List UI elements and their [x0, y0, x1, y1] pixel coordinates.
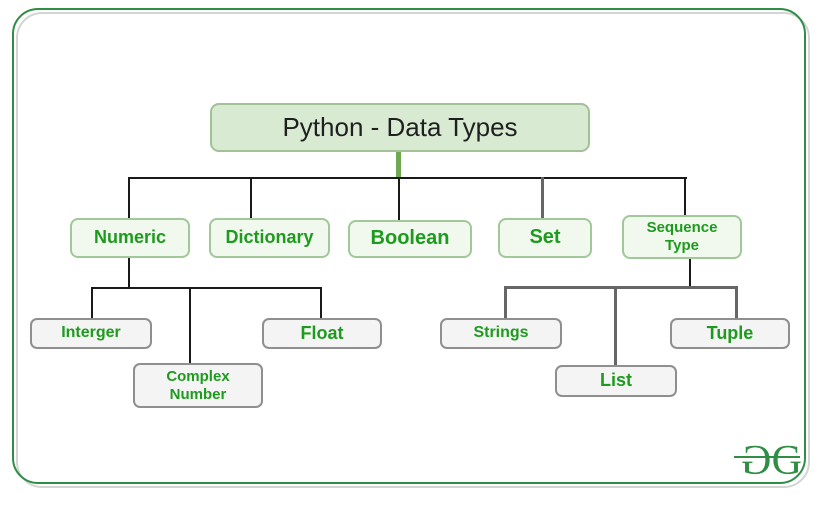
node-boolean: Boolean — [348, 220, 472, 258]
connector-numeric-stem — [128, 258, 130, 289]
connector-drop-float — [320, 287, 322, 318]
node-list: List — [555, 365, 677, 397]
outer-frame — [12, 8, 806, 484]
node-complex-number: Complex Number — [133, 363, 263, 408]
connector-drop-strings — [504, 286, 507, 318]
connector-root-stub — [396, 152, 401, 178]
connector-drop-boolean — [398, 177, 400, 220]
connector-numeric-rail — [91, 287, 322, 289]
node-numeric: Numeric — [70, 218, 190, 258]
node-tuple: Tuple — [670, 318, 790, 349]
connector-drop-interger — [91, 287, 93, 318]
connector-sequence-stem — [689, 259, 691, 288]
node-strings: Strings — [440, 318, 562, 349]
node-sequence-type: Sequence Type — [622, 215, 742, 259]
logo-letter-g: G — [771, 438, 802, 484]
connector-drop-list — [614, 286, 617, 365]
connector-main-rail — [129, 177, 687, 179]
node-float: Float — [262, 318, 382, 349]
logo-bar — [734, 456, 800, 458]
node-interger: Interger — [30, 318, 152, 349]
connector-drop-complex — [189, 287, 191, 363]
node-dictionary: Dictionary — [209, 218, 330, 258]
node-set: Set — [498, 218, 592, 258]
connector-drop-sequence — [684, 177, 686, 215]
connector-drop-tuple — [735, 286, 738, 318]
connector-drop-dictionary — [250, 177, 252, 218]
node-title: Python - Data Types — [210, 103, 590, 152]
geeksforgeeks-logo: GG — [734, 438, 802, 485]
connector-drop-set — [541, 177, 544, 218]
logo-letter-g-mirrored: G — [743, 438, 772, 484]
connector-drop-numeric — [128, 177, 130, 218]
connector-sequence-rail — [504, 286, 738, 289]
outer-frame-shadow — [16, 12, 810, 488]
